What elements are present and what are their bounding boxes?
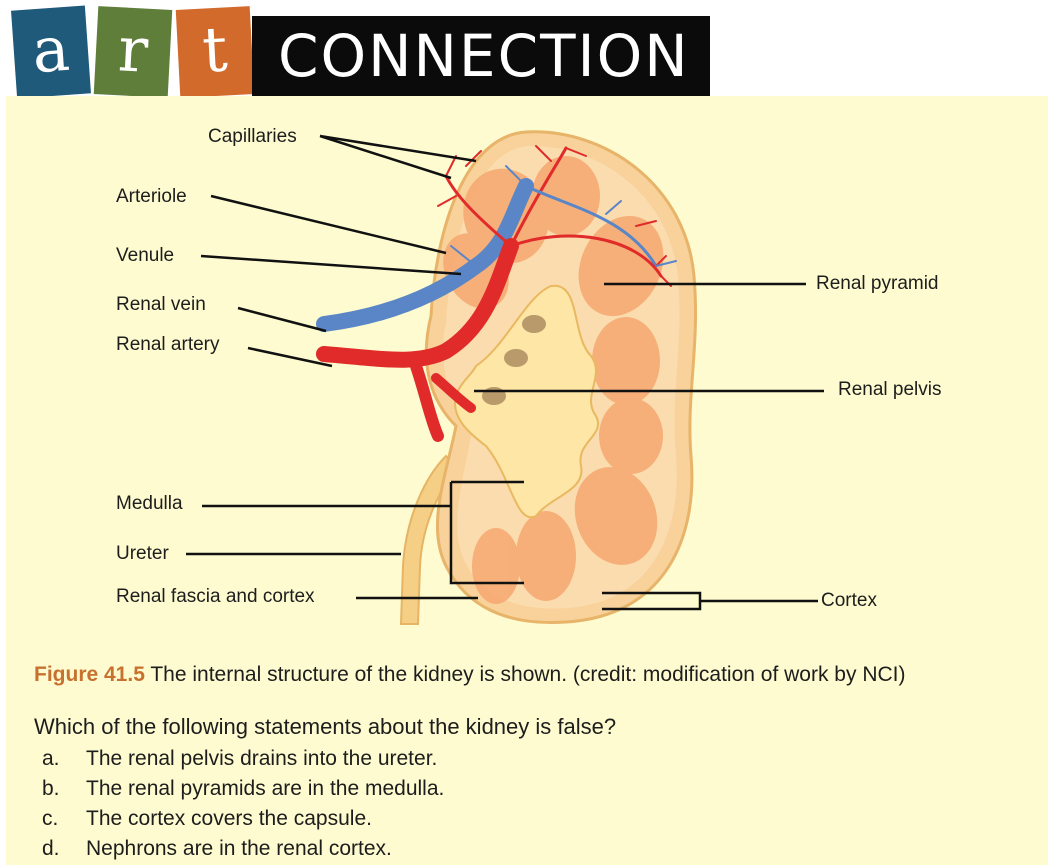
- figure-caption: Figure 41.5 The internal structure of th…: [34, 663, 905, 687]
- label-renal-pyramid: Renal pyramid: [816, 273, 939, 295]
- label-renal-pelvis: Renal pelvis: [838, 379, 942, 401]
- option-letter: c.: [42, 804, 86, 834]
- label-renal-artery: Renal artery: [116, 334, 220, 356]
- answer-option-b: b.The renal pyramids are in the medulla.: [42, 774, 444, 804]
- figure-number: Figure 41.5: [34, 663, 145, 686]
- answer-option-d: d.Nephrons are in the renal cortex.: [42, 834, 444, 864]
- label-cortex: Cortex: [821, 590, 877, 612]
- art-connection-header: a r t CONNECTION: [0, 0, 710, 96]
- label-renal-fascia-cortex: Renal fascia and cortex: [116, 586, 315, 608]
- label-renal-vein: Renal vein: [116, 294, 206, 316]
- kidney-diagram: [6, 96, 1048, 656]
- answer-option-a: a.The renal pelvis drains into the urete…: [42, 744, 444, 774]
- label-venule: Venule: [116, 245, 174, 267]
- label-medulla: Medulla: [116, 493, 183, 515]
- option-text: The cortex covers the capsule.: [86, 807, 372, 830]
- option-letter: d.: [42, 834, 86, 864]
- label-arteriole: Arteriole: [116, 186, 187, 208]
- connection-banner: CONNECTION: [252, 16, 710, 96]
- label-capillaries: Capillaries: [208, 126, 297, 148]
- option-letter: b.: [42, 774, 86, 804]
- option-letter: a.: [42, 744, 86, 774]
- answer-option-c: c.The cortex covers the capsule.: [42, 804, 444, 834]
- option-text: The renal pelvis drains into the ureter.: [86, 747, 437, 770]
- answer-options: a.The renal pelvis drains into the urete…: [42, 744, 444, 864]
- option-text: Nephrons are in the renal cortex.: [86, 837, 392, 860]
- question-prompt: Which of the following statements about …: [34, 714, 616, 740]
- caption-text: The internal structure of the kidney is …: [145, 663, 906, 686]
- option-text: The renal pyramids are in the medulla.: [86, 777, 444, 800]
- content-panel: Capillaries Arteriole Venule Renal vein …: [6, 96, 1048, 865]
- logo-tile-a: a: [11, 6, 91, 99]
- logo-tile-t: t: [176, 6, 255, 98]
- label-ureter: Ureter: [116, 543, 169, 565]
- logo-tile-r: r: [94, 6, 173, 98]
